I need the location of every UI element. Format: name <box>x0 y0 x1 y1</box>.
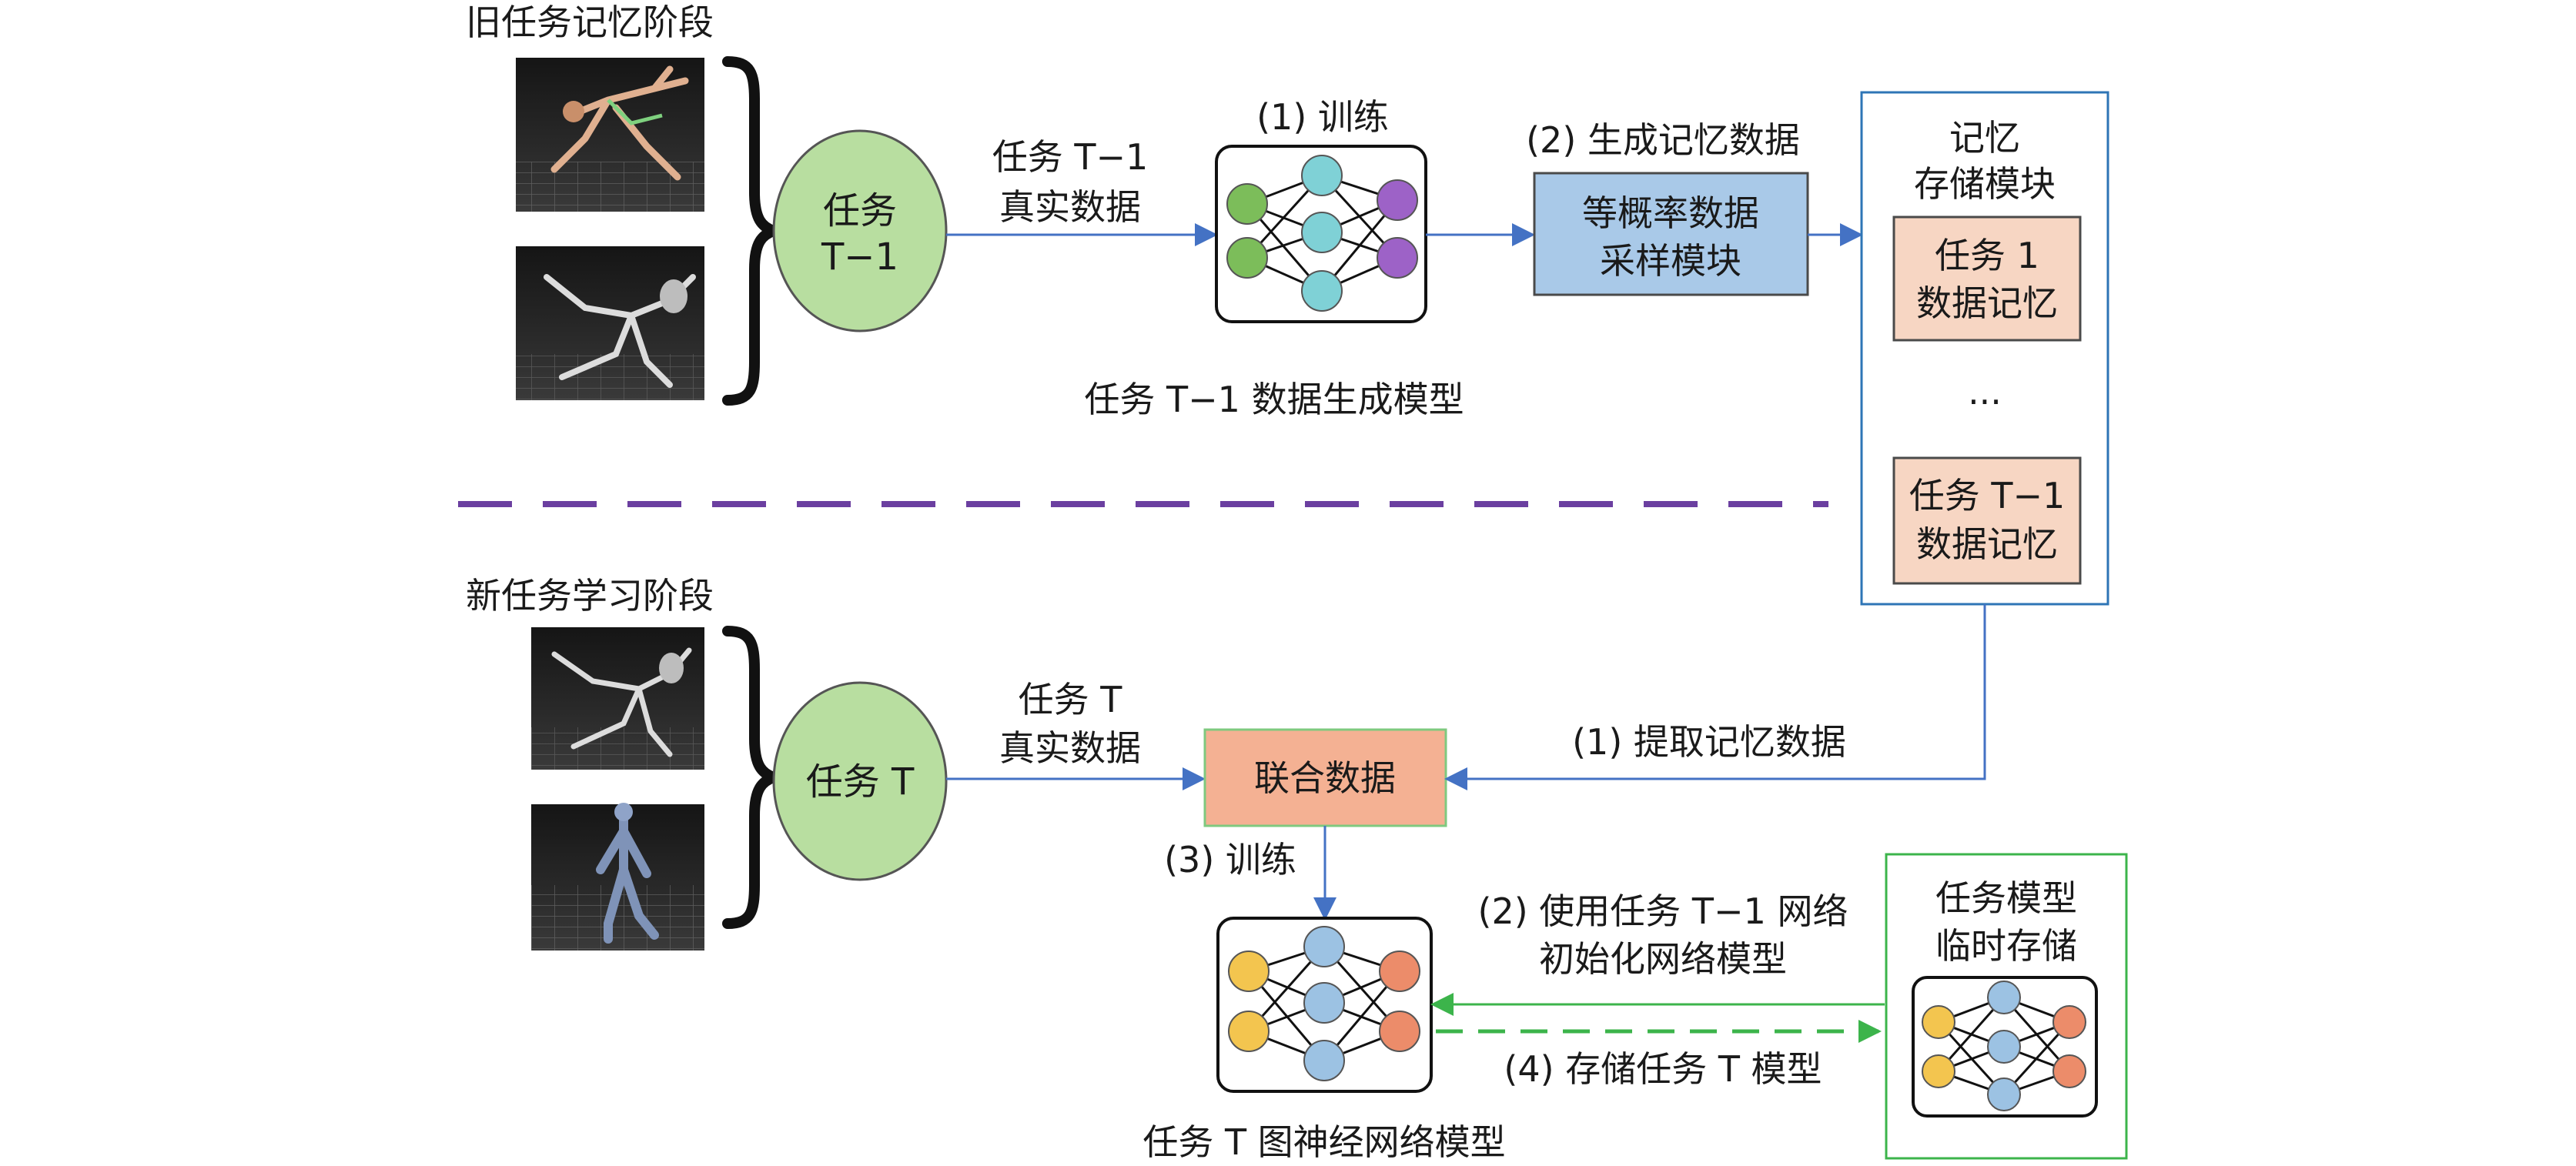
task-t-minus-1-circle: 任务 T−1 <box>772 129 948 332</box>
motion-capture-image-1 <box>516 58 704 212</box>
curly-brace-icon <box>722 56 791 406</box>
sampler-line2: 采样模块 <box>1600 240 1741 282</box>
motion-capture-image-4 <box>531 803 704 951</box>
memory-item2-line1: 任务 T−1 <box>1909 475 2066 516</box>
store-model-label: (4) 存储任务 T 模型 <box>1504 1048 1822 1090</box>
memory-item-task-t-minus-1 <box>1892 456 2082 585</box>
memory-ellipsis: ... <box>1968 371 2002 413</box>
new-real-data-line2: 真实数据 <box>999 727 1141 769</box>
memory-storage-module: 记忆 存储模块 任务 1 数据记忆 ... 任务 T−1 数据记忆 <box>1860 91 2109 606</box>
task-circle-label-line2: T−1 <box>821 236 898 279</box>
init-network-line2: 初始化网络模型 <box>1539 938 1787 980</box>
old-stage-heading: 旧任务记忆阶段 <box>466 2 714 43</box>
new-real-data-line1: 任务 T <box>1019 679 1123 720</box>
new-train-label: (3) 训练 <box>1164 839 1296 880</box>
sampler-line1: 等概率数据 <box>1582 192 1759 234</box>
temp-model-storage: 任务模型 临时存储 <box>1885 853 2128 1160</box>
task-t-circle-label: 任务 T <box>806 760 915 804</box>
neural-network-icon-gnn <box>1216 917 1433 1093</box>
generate-memory-label: (2) 生成记忆数据 <box>1526 119 1800 161</box>
memory-item1-line2: 数据记忆 <box>1916 282 2058 324</box>
memory-title-line2: 存储模块 <box>1914 163 2056 205</box>
gnn-model-caption: 任务 T 图神经网络模型 <box>1142 1121 1505 1163</box>
joint-data-box: 联合数据 <box>1203 728 1447 827</box>
equal-probability-sampler: 等概率数据 采样模块 <box>1533 172 1809 296</box>
motion-capture-image-2 <box>516 246 704 400</box>
memory-item-task-1 <box>1892 215 2082 342</box>
memory-item2-line2: 数据记忆 <box>1916 523 2058 565</box>
arrow-memory-to-joint <box>1444 604 1986 790</box>
memory-title-line1: 记忆 <box>1949 117 2020 159</box>
temp-storage-line1: 任务模型 <box>1935 877 2077 919</box>
curly-brace-icon-2 <box>722 626 791 929</box>
task-circle-label-line1: 任务 <box>823 189 897 232</box>
old-real-data-line1: 任务 T−1 <box>992 136 1149 178</box>
init-network-line1: (2) 使用任务 T−1 网络 <box>1478 890 1848 932</box>
new-stage-heading: 新任务学习阶段 <box>466 575 714 616</box>
extract-memory-label: (1) 提取记忆数据 <box>1572 721 1846 763</box>
motion-capture-image-3 <box>531 627 704 770</box>
joint-data-label: 联合数据 <box>1254 757 1396 799</box>
task-t-circle: 任务 T <box>772 681 948 881</box>
old-real-data-line2: 真实数据 <box>999 186 1141 228</box>
temp-storage-line2: 临时存储 <box>1935 925 2077 967</box>
old-train-label: (1) 训练 <box>1256 96 1389 138</box>
old-model-caption: 任务 T−1 数据生成模型 <box>1084 379 1464 420</box>
memory-item1-line1: 任务 1 <box>1935 235 2039 276</box>
neural-network-icon <box>1215 145 1427 323</box>
